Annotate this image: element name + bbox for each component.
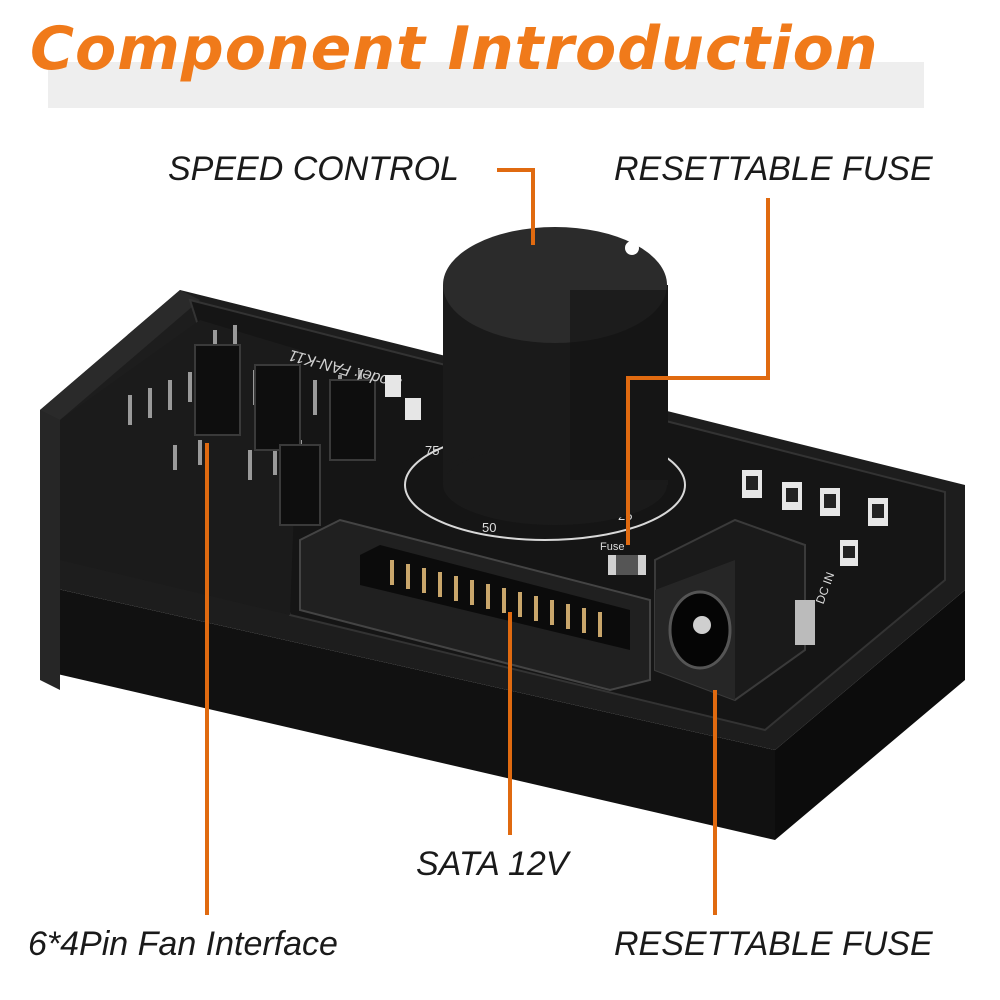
dc-jack-center-pin: [693, 616, 711, 634]
page-title: Component Introduction: [30, 14, 879, 84]
fuse-silkscreen: Fuse: [600, 541, 624, 553]
dial-mark-50: 50: [482, 520, 496, 535]
label-speed-control: SPEED CONTROL: [168, 150, 459, 188]
leader-speed-control: [497, 168, 535, 245]
knob-indicator-dot: [625, 241, 639, 255]
leader-lines: [205, 168, 770, 915]
title-underline-bar: [48, 62, 924, 108]
dc-jack-contact: [795, 600, 815, 645]
left-wall: [40, 290, 200, 420]
label-fan-interface: 6*4Pin Fan Interface: [28, 925, 338, 963]
enclosure-right-side: [775, 590, 965, 840]
fan-header-housings: [194, 344, 376, 526]
fuse-component: [608, 555, 646, 575]
knob-shadow: [570, 290, 668, 480]
sata-connector-slot: [360, 545, 630, 650]
sata-pins: [390, 560, 602, 637]
dial-mark-75: 75: [425, 443, 439, 458]
label-resettable-fuse-bottom: RESETTABLE FUSE: [614, 925, 933, 963]
fuse-component-pad-right: [638, 555, 646, 575]
label-resettable-fuse-top: RESETTABLE FUSE: [614, 150, 933, 188]
label-sata: SATA 12V: [416, 845, 569, 883]
leader-resettable-fuse-top: [626, 198, 770, 545]
enclosure-bottom-side: [40, 585, 775, 840]
fuse-component-pad-left: [608, 555, 616, 575]
left-wall-front: [40, 410, 60, 690]
smd-component-cores: [746, 476, 884, 558]
